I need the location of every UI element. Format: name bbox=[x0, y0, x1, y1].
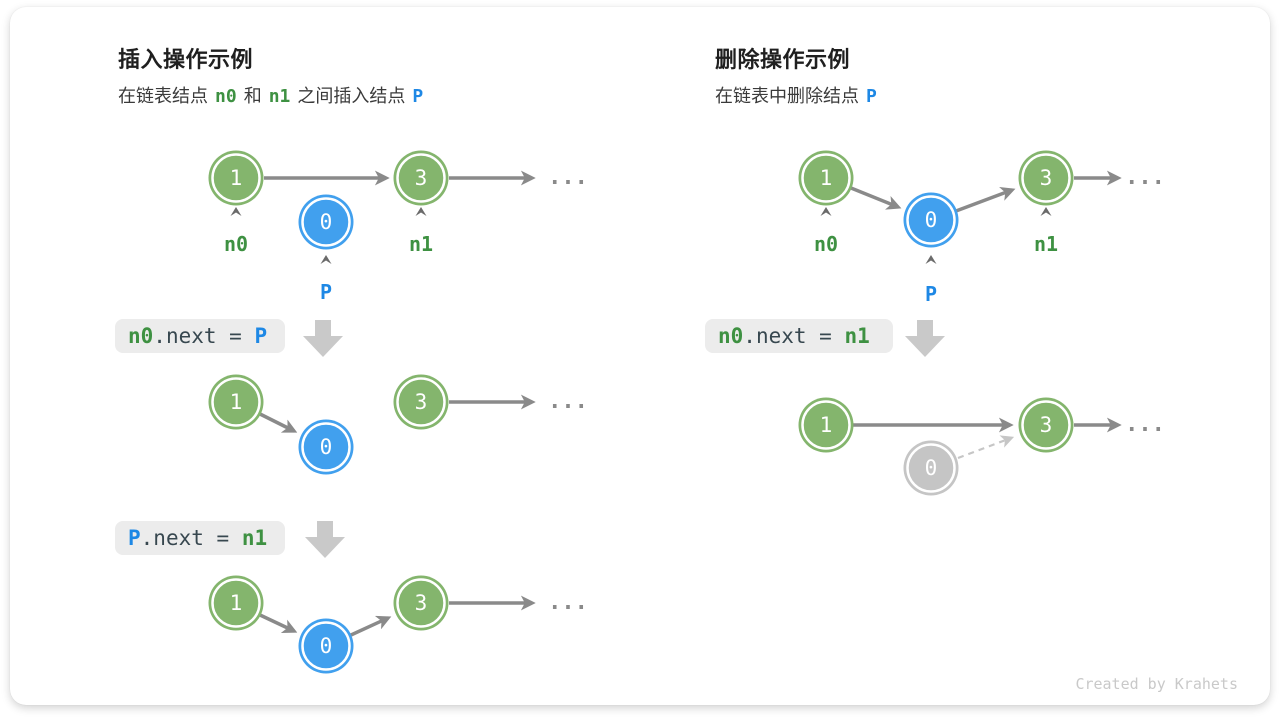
insert-step1-diagram: 1 0 3 ... bbox=[208, 374, 588, 475]
node-p: 0 bbox=[298, 419, 354, 475]
node-1: 1 bbox=[208, 150, 264, 206]
label-n0: n0 bbox=[814, 232, 838, 256]
node-1: 1 bbox=[798, 397, 854, 453]
arrow-p-to-n3 bbox=[955, 186, 1016, 213]
node-value: 1 bbox=[230, 166, 243, 190]
node-p-removed: 0 bbox=[903, 440, 959, 496]
ellipsis: ... bbox=[1125, 412, 1165, 437]
subtitle-text: 在链表结点 bbox=[118, 86, 208, 106]
code-text: .next = bbox=[743, 324, 845, 348]
node-value: 0 bbox=[925, 456, 938, 480]
down-block-arrow-icon bbox=[305, 521, 345, 558]
node-3: 3 bbox=[393, 374, 449, 430]
node-value: 1 bbox=[230, 591, 243, 615]
code-text: .next = bbox=[153, 324, 255, 348]
node-1: 1 bbox=[798, 150, 854, 206]
delete-step0-diagram: 1 0 3 n0 n1 P ... bbox=[798, 150, 1165, 306]
delete-section-title: 删除操作示例 bbox=[715, 47, 851, 72]
caret-up-icon bbox=[230, 207, 242, 216]
node-3: 3 bbox=[393, 575, 449, 631]
ellipsis: ... bbox=[548, 590, 588, 615]
var-n1: n1 bbox=[268, 86, 291, 107]
code-var: P bbox=[128, 526, 141, 550]
code-box-p-next-n1: P.next = n1 bbox=[115, 521, 285, 555]
code-text: .next = bbox=[140, 526, 242, 550]
insert-section-subtitle: 在链表结点 n0 和 n1 之间插入结点 P bbox=[118, 82, 430, 108]
node-1: 1 bbox=[208, 374, 264, 430]
caret-up-icon bbox=[320, 255, 332, 264]
node-value: 1 bbox=[230, 390, 243, 414]
code-var: n0 bbox=[718, 324, 744, 348]
watermark-credit: Created by Krahets bbox=[1075, 675, 1238, 693]
subtitle-text: 和 bbox=[243, 86, 262, 106]
node-value: 3 bbox=[415, 166, 428, 190]
node-3: 3 bbox=[1018, 397, 1074, 453]
insert-step0-diagram: 1 3 0 n0 n1 P ... bbox=[208, 150, 588, 304]
dashed-arrow-p-to-n3 bbox=[957, 435, 1015, 460]
node-3: 3 bbox=[1018, 150, 1074, 206]
node-value: 3 bbox=[415, 591, 428, 615]
node-3: 3 bbox=[393, 150, 449, 206]
var-p: P bbox=[412, 86, 424, 107]
caret-up-icon bbox=[820, 207, 832, 216]
node-value: 0 bbox=[320, 210, 333, 234]
label-n1: n1 bbox=[1034, 232, 1058, 256]
caret-up-icon bbox=[925, 255, 937, 264]
insert-section-title: 插入操作示例 bbox=[118, 47, 254, 72]
code-var: n0 bbox=[128, 324, 154, 348]
arrow-n1-to-p bbox=[850, 186, 902, 210]
caret-up-icon bbox=[1040, 207, 1052, 216]
node-p: 0 bbox=[903, 192, 959, 248]
node-p: 0 bbox=[298, 194, 354, 250]
ellipsis: ... bbox=[1125, 165, 1165, 190]
code-var: n1 bbox=[844, 324, 870, 348]
node-value: 0 bbox=[925, 208, 938, 232]
down-block-arrow-icon bbox=[905, 320, 945, 357]
subtitle-text: 在链表中删除结点 bbox=[715, 86, 859, 106]
node-value: 0 bbox=[320, 435, 333, 459]
ellipsis: ... bbox=[548, 165, 588, 190]
label-n0: n0 bbox=[224, 232, 248, 256]
node-value: 3 bbox=[415, 390, 428, 414]
code-var: n1 bbox=[241, 526, 268, 550]
node-1: 1 bbox=[208, 575, 264, 631]
code-box-n0-next-n1: n0.next = n1 bbox=[705, 319, 893, 353]
node-value: 3 bbox=[1040, 166, 1053, 190]
arrow-n1-to-p bbox=[259, 613, 298, 633]
insert-step2-diagram: 1 0 3 ... bbox=[208, 575, 588, 674]
node-p: 0 bbox=[298, 618, 354, 674]
subtitle-text: 之间插入结点 bbox=[297, 86, 406, 106]
label-p: P bbox=[320, 280, 332, 304]
node-value: 3 bbox=[1040, 413, 1053, 437]
label-n1: n1 bbox=[409, 232, 433, 256]
label-p: P bbox=[925, 282, 937, 306]
arrow-n1-to-p bbox=[259, 412, 298, 433]
ellipsis: ... bbox=[548, 389, 588, 414]
down-block-arrow-icon bbox=[303, 320, 343, 357]
node-value: 1 bbox=[820, 166, 833, 190]
code-var: P bbox=[254, 324, 268, 348]
var-n0: n0 bbox=[215, 86, 237, 107]
caret-up-icon bbox=[415, 207, 427, 216]
delete-section-subtitle: 在链表中删除结点 P bbox=[715, 82, 884, 108]
node-value: 0 bbox=[320, 634, 333, 658]
node-value: 1 bbox=[820, 413, 833, 437]
delete-step1-diagram: 0 1 3 ... bbox=[798, 397, 1165, 496]
var-p: P bbox=[866, 86, 877, 107]
arrow-p-to-n3 bbox=[350, 615, 392, 637]
code-box-n0-next-p: n0.next = P bbox=[115, 319, 285, 353]
